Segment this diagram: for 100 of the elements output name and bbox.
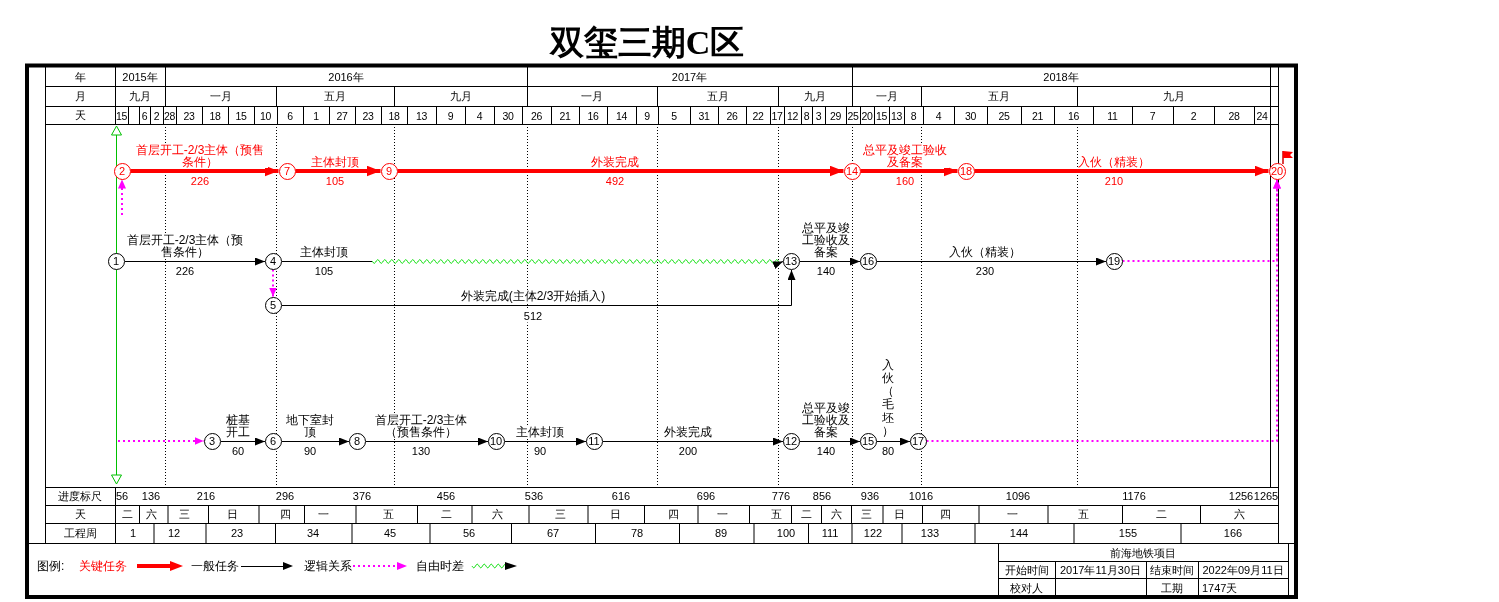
year-label: 2018年 (1043, 70, 1079, 84)
event-circle: 3 (203, 432, 221, 450)
scale-value: 616 (611, 489, 631, 503)
day-number: 12 (786, 109, 799, 122)
weekday-label: 五 (382, 507, 394, 521)
week-number: 78 (630, 526, 644, 540)
field-label: 开始时间 (1004, 563, 1049, 577)
day-number: 2 (153, 109, 160, 122)
day-number: 22 (752, 109, 764, 122)
scale-value: 1016 (908, 489, 934, 503)
day-number: 13 (415, 109, 428, 122)
day-number: 26 (530, 109, 543, 122)
weekday-label: 一 (716, 507, 728, 521)
dotted-arrow (117, 437, 205, 445)
day-number: 17 (771, 109, 783, 122)
day-number: 14 (615, 109, 628, 122)
day-number: 4 (935, 109, 942, 122)
weekday-label: 五 (770, 507, 782, 521)
month-label: 一月 (209, 89, 232, 103)
duration-label: 160 (895, 174, 915, 188)
legend-label: 自由时差 (416, 559, 464, 573)
day-number: 30 (502, 109, 514, 122)
day-number: 16 (1067, 109, 1080, 122)
event-circle: 16 (859, 252, 877, 270)
week-number: 166 (1223, 526, 1243, 540)
task-label: 主体封顶 (516, 426, 564, 438)
row-header: 进度标尺 (58, 489, 102, 503)
duration-label: 492 (605, 174, 625, 188)
duration-label: 512 (523, 309, 543, 323)
row-header: 天 (74, 108, 86, 122)
day-number: 21 (1031, 109, 1044, 122)
year-label: 2017年 (671, 70, 708, 84)
day-number: 21 (559, 109, 571, 122)
weekday-label: 六 (145, 507, 157, 521)
weekday-label: 二 (800, 507, 812, 521)
day-number: 5 (671, 109, 677, 122)
week-number: 100 (776, 526, 796, 540)
weekday-label: 日 (609, 507, 621, 521)
scale-value: 696 (696, 489, 716, 503)
month-label: 九月 (449, 89, 472, 103)
event-circle: 15 (859, 432, 877, 450)
task-label: 首层开工-2/3主体（预售条件） (125, 234, 245, 258)
scale-value: 1176 (1122, 489, 1146, 503)
arrow (504, 437, 587, 446)
duration-label: 90 (303, 444, 317, 458)
week-number: 133 (920, 526, 940, 540)
project-name: 前海地铁项目 (1110, 546, 1176, 559)
arrow (281, 269, 796, 306)
dotted-arrow (118, 178, 126, 216)
day-number: 13 (890, 109, 903, 122)
day-number: 25 (847, 109, 859, 122)
thick-arrow (397, 165, 844, 177)
month-label: 一月 (875, 89, 898, 103)
day-number: 10 (259, 109, 272, 122)
legend-title: 图例: (37, 559, 65, 573)
duration-label: 130 (411, 444, 431, 458)
week-number: 1 (129, 526, 137, 540)
task-label: 外装完成 (591, 156, 639, 168)
day-number: 7 (1149, 109, 1156, 122)
row-header: 工程周 (63, 526, 97, 540)
arrow (876, 437, 911, 446)
event-circle: 18 (957, 162, 975, 180)
day-number: 16 (587, 109, 599, 122)
month-label: 九月 (129, 89, 151, 103)
scale-value: 376 (352, 489, 372, 503)
day-number: 3 (815, 109, 822, 122)
scale-value: 136 (141, 489, 161, 503)
weekday-label: 二 (1155, 507, 1167, 521)
event-circle: 13 (782, 252, 800, 270)
scale-value: 1256 (1228, 489, 1254, 503)
duration-label: 105 (314, 264, 334, 278)
field-value: 2022年09月11日 (1202, 563, 1284, 577)
weekday-label: 四 (279, 507, 291, 521)
scale-value: 216 (196, 489, 216, 503)
day-number: 27 (336, 109, 348, 122)
duration-label: 226 (190, 174, 210, 188)
field-label: 校对人 (1010, 581, 1043, 594)
day-number: 23 (362, 109, 374, 122)
day-number: 18 (209, 109, 221, 122)
scale-value: 456 (436, 489, 456, 503)
scale-value: 776 (771, 489, 791, 503)
weekday-label: 三 (860, 507, 872, 521)
month-label: 五月 (324, 89, 346, 103)
scale-value: 1265 (1253, 489, 1279, 503)
thick-arrow (130, 165, 279, 177)
row-header: 天 (74, 507, 86, 521)
legend-label: 一般任务 (191, 559, 239, 573)
scale-value: 536 (524, 489, 544, 503)
weekday-label: 四 (939, 507, 951, 521)
event-circle: 14 (843, 162, 861, 180)
weekday-label: 二 (440, 507, 452, 521)
day-number: 29 (829, 109, 842, 122)
day-number: 15 (875, 109, 888, 122)
week-number: 155 (1118, 526, 1138, 540)
event-circle: 12 (782, 432, 800, 450)
weekday-label: 六 (491, 507, 503, 521)
duration-label: 140 (816, 444, 836, 458)
week-number: 111 (821, 526, 839, 540)
day-number: 30 (964, 109, 977, 122)
row-header: 年 (74, 70, 86, 84)
